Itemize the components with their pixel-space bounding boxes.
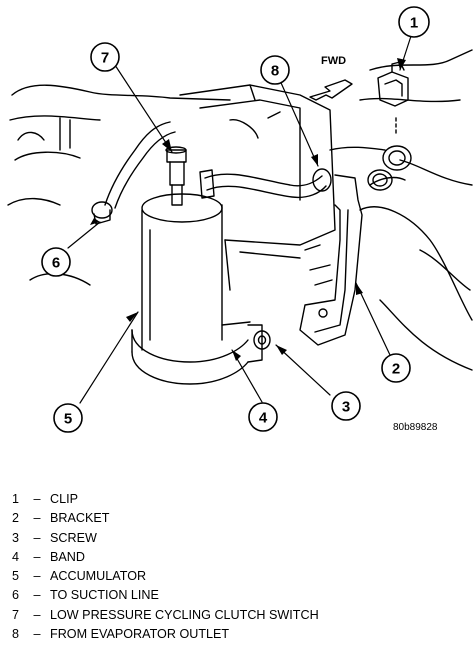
evaporator-outlet-pipes — [329, 145, 412, 191]
fwd-arrow — [309, 79, 353, 101]
legend-item: 6–TO SUCTION LINE — [12, 588, 159, 603]
legend-item: 7–LOW PRESSURE CYCLING CLUTCH SWITCH — [12, 607, 319, 622]
legend-item: 5–ACCUMULATOR — [12, 569, 147, 584]
accumulator-body — [141, 193, 223, 351]
suction-line — [91, 121, 176, 225]
legend-item: 1–CLIP — [12, 492, 78, 506]
bracket — [299, 174, 363, 346]
callout-6: 6 — [41, 247, 71, 277]
fwd-label: FWD — [321, 55, 347, 67]
callout-7: 7 — [90, 42, 120, 72]
band — [131, 321, 263, 385]
legend-item: 4–BAND — [12, 549, 85, 564]
legend-item: 2–BRACKET — [12, 511, 110, 526]
svg-text:4: 4 — [259, 410, 268, 427]
callout-4: 4 — [248, 402, 278, 432]
legend-item: 3–SCREW — [12, 530, 97, 545]
leader-arrowheads — [90, 58, 406, 361]
evaporator-housing — [179, 84, 336, 291]
callouts: 1 7 8 6 2 3 4 5 — [41, 6, 430, 433]
callout-3: 3 — [331, 391, 361, 421]
accumulator-diagram: 1 7 8 6 2 3 4 5 — [7, 6, 473, 433]
engine-compartment-outline — [7, 49, 473, 371]
callout-1: 1 — [398, 6, 430, 38]
svg-text:6: 6 — [52, 255, 60, 272]
figure-id: 80b89828 — [393, 422, 438, 433]
callout-8: 8 — [260, 55, 290, 85]
svg-text:7: 7 — [101, 50, 109, 67]
callout-5: 5 — [53, 403, 83, 433]
legend: 1–CLIP 2–BRACKET 3–SCREW 4–BAND 5–ACCUMU… — [12, 490, 319, 644]
svg-text:8: 8 — [271, 63, 279, 80]
svg-text:2: 2 — [392, 361, 400, 378]
legend-item: 8–FROM EVAPORATOR OUTLET — [12, 627, 230, 642]
screw — [253, 330, 271, 350]
callout-2: 2 — [381, 353, 411, 383]
svg-text:5: 5 — [64, 411, 72, 428]
evaporator-outlet-line — [199, 168, 332, 199]
svg-text:3: 3 — [342, 399, 350, 416]
svg-text:1: 1 — [410, 15, 418, 32]
pressure-switch — [165, 146, 187, 206]
